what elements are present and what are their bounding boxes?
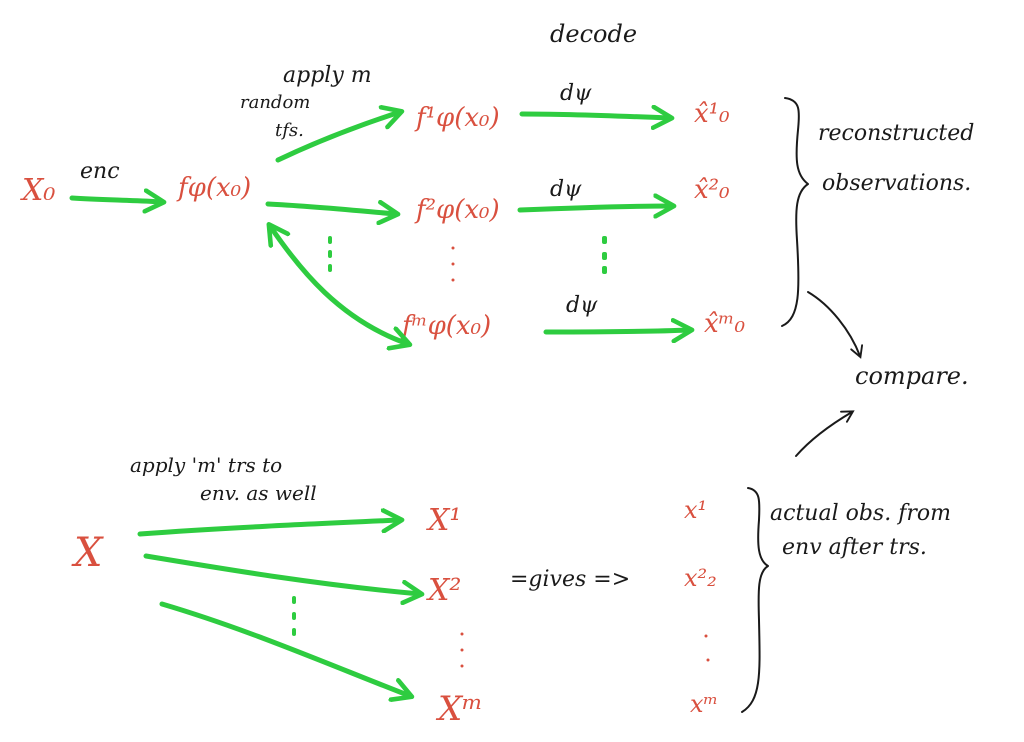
- d-psi-label-1: dψ: [560, 81, 592, 106]
- node-f2: f²φ(x₀): [414, 195, 500, 225]
- arrow-tf-2: [265, 204, 396, 214]
- compare-label: compare.: [855, 362, 969, 390]
- node-fm: fᵐφ(x₀): [400, 311, 491, 341]
- arrow-env-1: [137, 520, 400, 537]
- arrow-env-2: [143, 553, 420, 594]
- node-X1: X¹: [426, 503, 461, 538]
- reconstructed-label: reconstructed observations.: [818, 121, 981, 196]
- actual-obs-label: actual obs. from env after trs.: [770, 501, 958, 560]
- apply-env-label: apply 'm' trs to env. as well: [130, 453, 317, 505]
- random-label: random: [240, 92, 310, 113]
- brace-actual: [741, 487, 769, 713]
- random-tfs-label: random tfs.: [240, 92, 316, 141]
- apply-m-label: apply m: [283, 63, 372, 88]
- reconstructed-line-2: observations.: [822, 171, 971, 196]
- arrow-tf-m: [270, 226, 408, 344]
- dots-bottom-red-right: [704, 634, 710, 662]
- arrow-decode-m: [543, 330, 690, 332]
- node-x0: X₀: [20, 173, 55, 208]
- apply-env-line-1: apply 'm' trs to: [130, 453, 282, 477]
- decode-label: decode: [550, 20, 637, 48]
- d-psi-label-2: dψ: [550, 177, 582, 202]
- dots-top-mid: [451, 246, 455, 282]
- tfs-label: tfs.: [275, 120, 304, 141]
- node-Xm: Xᵐ: [435, 689, 483, 729]
- enc-label: enc: [80, 159, 120, 184]
- node-f1: f¹φ(x₀): [414, 103, 500, 133]
- node-xhat2: x̂²₀: [694, 175, 730, 205]
- node-f-x0: fφ(x₀): [176, 173, 251, 203]
- node-xm: xᵐ: [690, 690, 718, 718]
- arrow-to-compare-top: [807, 291, 864, 359]
- actual-line-2: env after trs.: [782, 535, 927, 560]
- node-x1: x¹: [684, 496, 707, 524]
- gives-label: =gives =>: [510, 567, 630, 592]
- arrow-to-compare-bottom: [795, 410, 855, 457]
- node-X: X: [71, 530, 104, 576]
- arrow-enc: [69, 198, 162, 202]
- arrow-decode-2: [517, 206, 672, 210]
- dots-bottom-red-left: [460, 632, 464, 668]
- d-psi-label-3: dψ: [566, 293, 598, 318]
- actual-line-1: actual obs. from: [770, 501, 951, 526]
- node-xhatm: x̂ᵐ₀: [704, 309, 746, 339]
- dots-top-left: [328, 236, 332, 272]
- reconstructed-line-1: reconstructed: [818, 121, 974, 146]
- brace-reconstructed: [781, 97, 809, 327]
- dots-bottom-green: [292, 596, 296, 636]
- apply-env-line-2: env. as well: [200, 481, 317, 505]
- node-X2: X²: [426, 573, 461, 608]
- arrow-decode-1: [519, 114, 670, 118]
- arrow-env-m: [159, 601, 410, 696]
- node-x2: x²₂: [684, 564, 717, 592]
- arrow-tf-1: [275, 112, 400, 163]
- dots-top-right: [602, 236, 607, 274]
- node-xhat1: x̂¹₀: [694, 99, 730, 129]
